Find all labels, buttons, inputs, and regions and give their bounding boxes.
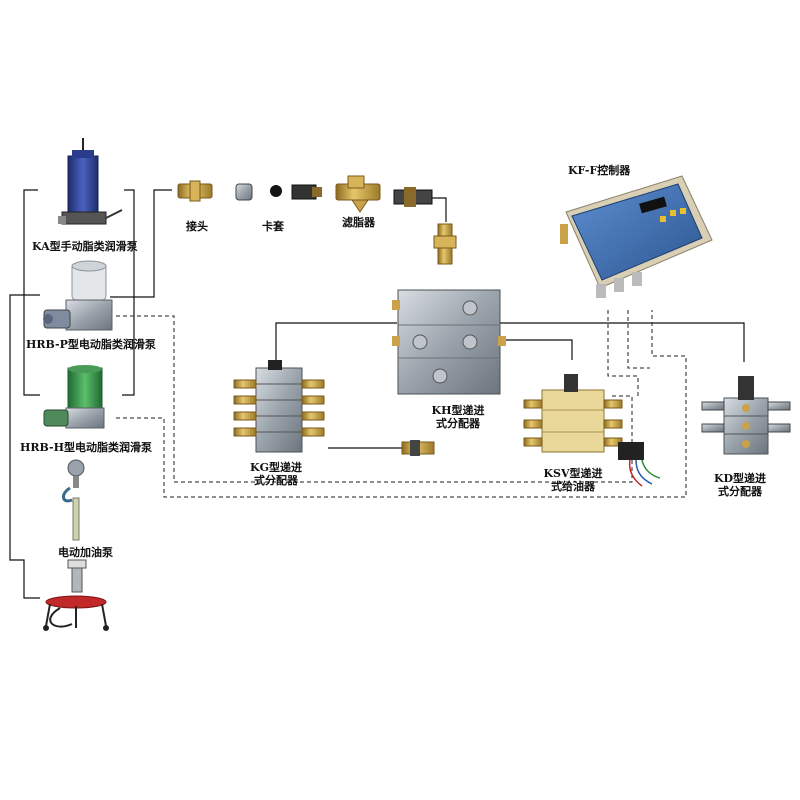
- kf-f-controller-image: [560, 175, 713, 298]
- fill-pump-stand-image: [43, 559, 109, 631]
- kd-label-line2: 式分配器: [718, 485, 762, 498]
- kd-distributor-image: [701, 376, 791, 455]
- filter-part-image: [335, 175, 381, 213]
- kg-label-line1: KG型递进: [250, 461, 302, 474]
- fill-pump-label: 电动加油泵: [58, 546, 113, 559]
- straight-fitting-image: [393, 187, 433, 207]
- ka-pump-image: [58, 138, 123, 225]
- kg-label-line2: 式分配器: [254, 474, 298, 487]
- fill-pump-image: [62, 459, 85, 541]
- kh-distributor-image: [392, 289, 506, 395]
- hrbh-pump-label: HRB-H型电动脂类润滑泵: [20, 441, 152, 454]
- ferrule-label: 卡套: [262, 220, 284, 233]
- kd-distributor-label: KD型递进 式分配器: [710, 472, 770, 498]
- kg-outlet-fitting-image: [401, 440, 435, 456]
- ksv-feeder-image: [523, 374, 661, 487]
- hrbp-pump-image: [43, 260, 113, 331]
- solid-connection-lines: [9, 189, 745, 599]
- hrbh-pump-image: [43, 365, 105, 429]
- joint-label: 接头: [186, 220, 208, 233]
- ferrule-part-image: [235, 183, 322, 201]
- vertical-fitting-image: [433, 223, 457, 265]
- kh-label-line1: KH型递进: [431, 404, 485, 417]
- controller-label: KF-F控制器: [568, 164, 631, 177]
- kh-distributor-label: KH型递进 式分配器: [428, 404, 488, 430]
- ksv-label-line2: 式给油器: [551, 480, 595, 493]
- ksv-feeder-label: KSV型递进 式给油器: [540, 467, 606, 493]
- kh-label-line2: 式分配器: [436, 417, 480, 430]
- dashed-signal-lines: [116, 310, 687, 498]
- filter-label: 滤脂器: [342, 216, 375, 229]
- kd-label-line1: KD型递进: [713, 472, 767, 485]
- kg-distributor-image: [233, 360, 325, 453]
- hrbp-pump-label: HRB-P型电动脂类润滑泵: [26, 338, 156, 351]
- ksv-label-line1: KSV型递进: [543, 467, 603, 480]
- kg-distributor-label: KG型递进 式分配器: [246, 461, 306, 487]
- joint-fitting-image: [177, 180, 213, 202]
- ka-pump-label: KA型手动脂类润滑泵: [32, 240, 138, 253]
